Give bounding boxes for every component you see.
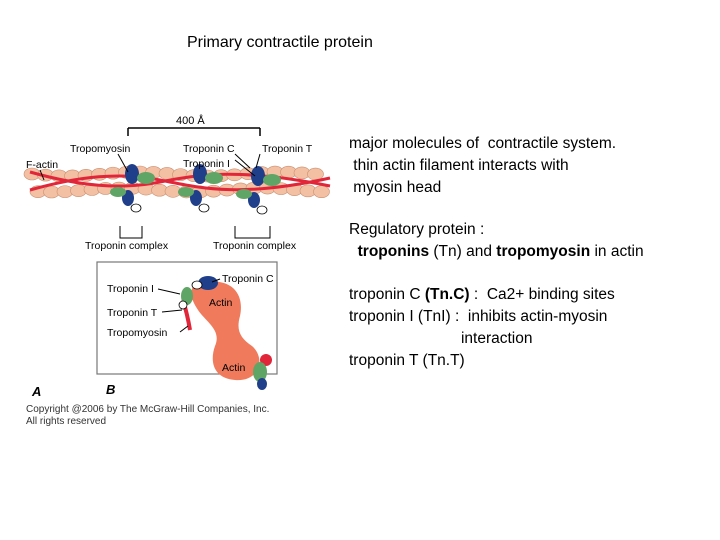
troponin-t-subunit: [130, 203, 142, 213]
b-label-troponin-i: Troponin I: [107, 283, 154, 295]
troponin-i-subunit: [110, 187, 126, 197]
label-troponin-complex-right: Troponin complex: [213, 240, 297, 252]
copyright-notice: Copyright @2006 by The McGraw-Hill Compa…: [26, 404, 269, 428]
text-tnc-abbr: (Tn.C): [424, 286, 470, 303]
text-tnt: troponin T (Tn.T): [349, 352, 465, 369]
contractile-protein-figure: 400 Å Tropomyosin F-actin Troponin C Tro…: [23, 114, 331, 399]
text-troponins: troponins: [357, 243, 430, 260]
label-troponin-i: Troponin I: [183, 158, 230, 170]
scale-label: 400 Å: [176, 114, 205, 127]
troponin-c-subunit: [193, 164, 207, 184]
label-troponin-c: Troponin C: [183, 143, 235, 155]
major-molecules-text: major molecules of contractile system. t…: [349, 133, 616, 199]
b-label-troponin-t: Troponin T: [107, 307, 158, 319]
text-tni-cont: interaction: [349, 330, 533, 347]
troponin-t-subunit: [198, 203, 210, 213]
panel-b-label: B: [106, 382, 115, 397]
actin-blob: [191, 281, 260, 381]
text-major-2: thin actin filament interacts with: [349, 157, 569, 174]
slide-title: Primary contractile protein: [187, 34, 373, 51]
troponin-i-subunit: [178, 187, 194, 197]
troponin-i-subunit: [263, 174, 281, 186]
troponin-c-subunit: [251, 166, 265, 186]
text-reg-label: Regulatory protein :: [349, 221, 485, 238]
b-label-tropomyosin: Tropomyosin: [107, 327, 167, 339]
actin-monomer: [313, 185, 330, 199]
panel-a-label: A: [31, 384, 41, 399]
text-tnc-pre: troponin C: [349, 286, 425, 303]
text-tropomyosin: tropomyosin: [496, 243, 591, 260]
b-label-actin-top: Actin: [209, 297, 233, 309]
troponin-i-subunit: [137, 172, 155, 184]
label-tropomyosin: Tropomyosin: [70, 143, 130, 155]
label-troponin-complex-left: Troponin complex: [85, 240, 169, 252]
copyright-line-1: Copyright @2006 by The McGraw-Hill Compa…: [26, 404, 270, 415]
troponin-c-subunit: [125, 164, 139, 184]
troponin-i-subunit: [236, 189, 252, 199]
regulatory-protein-text: Regulatory protein : troponins (Tn) and …: [349, 219, 644, 263]
scale-bar: 400 Å: [127, 114, 261, 136]
troponin-complexes: [110, 164, 281, 215]
troponin-t-subunit: [256, 205, 268, 215]
copyright-line-2: All rights reserved: [26, 416, 107, 427]
label-f-actin: F-actin: [26, 159, 58, 171]
text-tn-abbr: (Tn) and: [429, 243, 497, 260]
b-label-actin-bottom: Actin: [222, 362, 246, 374]
troponin-subunits-text: troponin C (Tn.C) : Ca2+ binding sites t…: [349, 284, 615, 372]
b-label-troponin-c: Troponin C: [222, 273, 274, 285]
troponin-i-subunit: [205, 172, 223, 184]
text-major-1: major molecules of contractile system.: [349, 135, 617, 152]
label-troponin-t: Troponin T: [262, 143, 313, 155]
text-reg-tail: in actin: [590, 243, 644, 260]
text-tni: troponin I (TnI) : inhibits actin-myosin: [349, 308, 608, 325]
actin-monomer: [307, 167, 324, 181]
text-tnc-desc: : Ca2+ binding sites: [469, 286, 615, 303]
text-major-3: myosin head: [349, 179, 442, 196]
